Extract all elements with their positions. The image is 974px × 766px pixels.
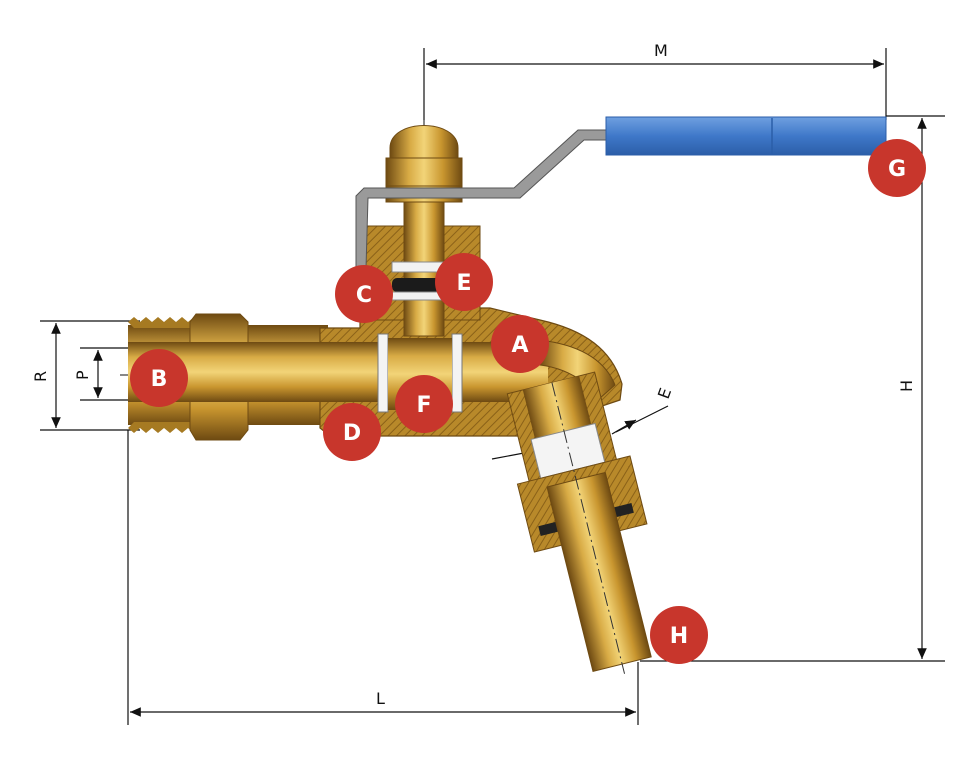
dim-label-r: R [31, 371, 50, 382]
callouts: A B C D E F G H [130, 139, 926, 664]
callout-c: C [335, 265, 393, 323]
svg-text:B: B [151, 367, 168, 392]
callout-a: A [491, 315, 549, 373]
dim-label-e: E [654, 385, 675, 401]
svg-text:A: A [511, 333, 528, 358]
callout-f: F [395, 375, 453, 433]
callout-h: H [650, 606, 708, 664]
svg-text:F: F [416, 393, 431, 418]
dim-label-l: L [376, 689, 385, 708]
dim-label-p: P [73, 370, 92, 380]
svg-text:D: D [343, 421, 361, 446]
svg-text:C: C [356, 283, 372, 308]
svg-text:H: H [670, 624, 688, 649]
callout-e: E [435, 253, 493, 311]
lever-handle [355, 116, 887, 269]
svg-text:G: G [888, 157, 906, 182]
svg-text:E: E [456, 271, 471, 296]
spout [506, 371, 652, 674]
callout-d: D [323, 403, 381, 461]
callout-b: B [130, 349, 188, 407]
dim-label-h: H [897, 380, 916, 392]
dim-label-m: M [654, 41, 668, 60]
callout-g: G [868, 139, 926, 197]
